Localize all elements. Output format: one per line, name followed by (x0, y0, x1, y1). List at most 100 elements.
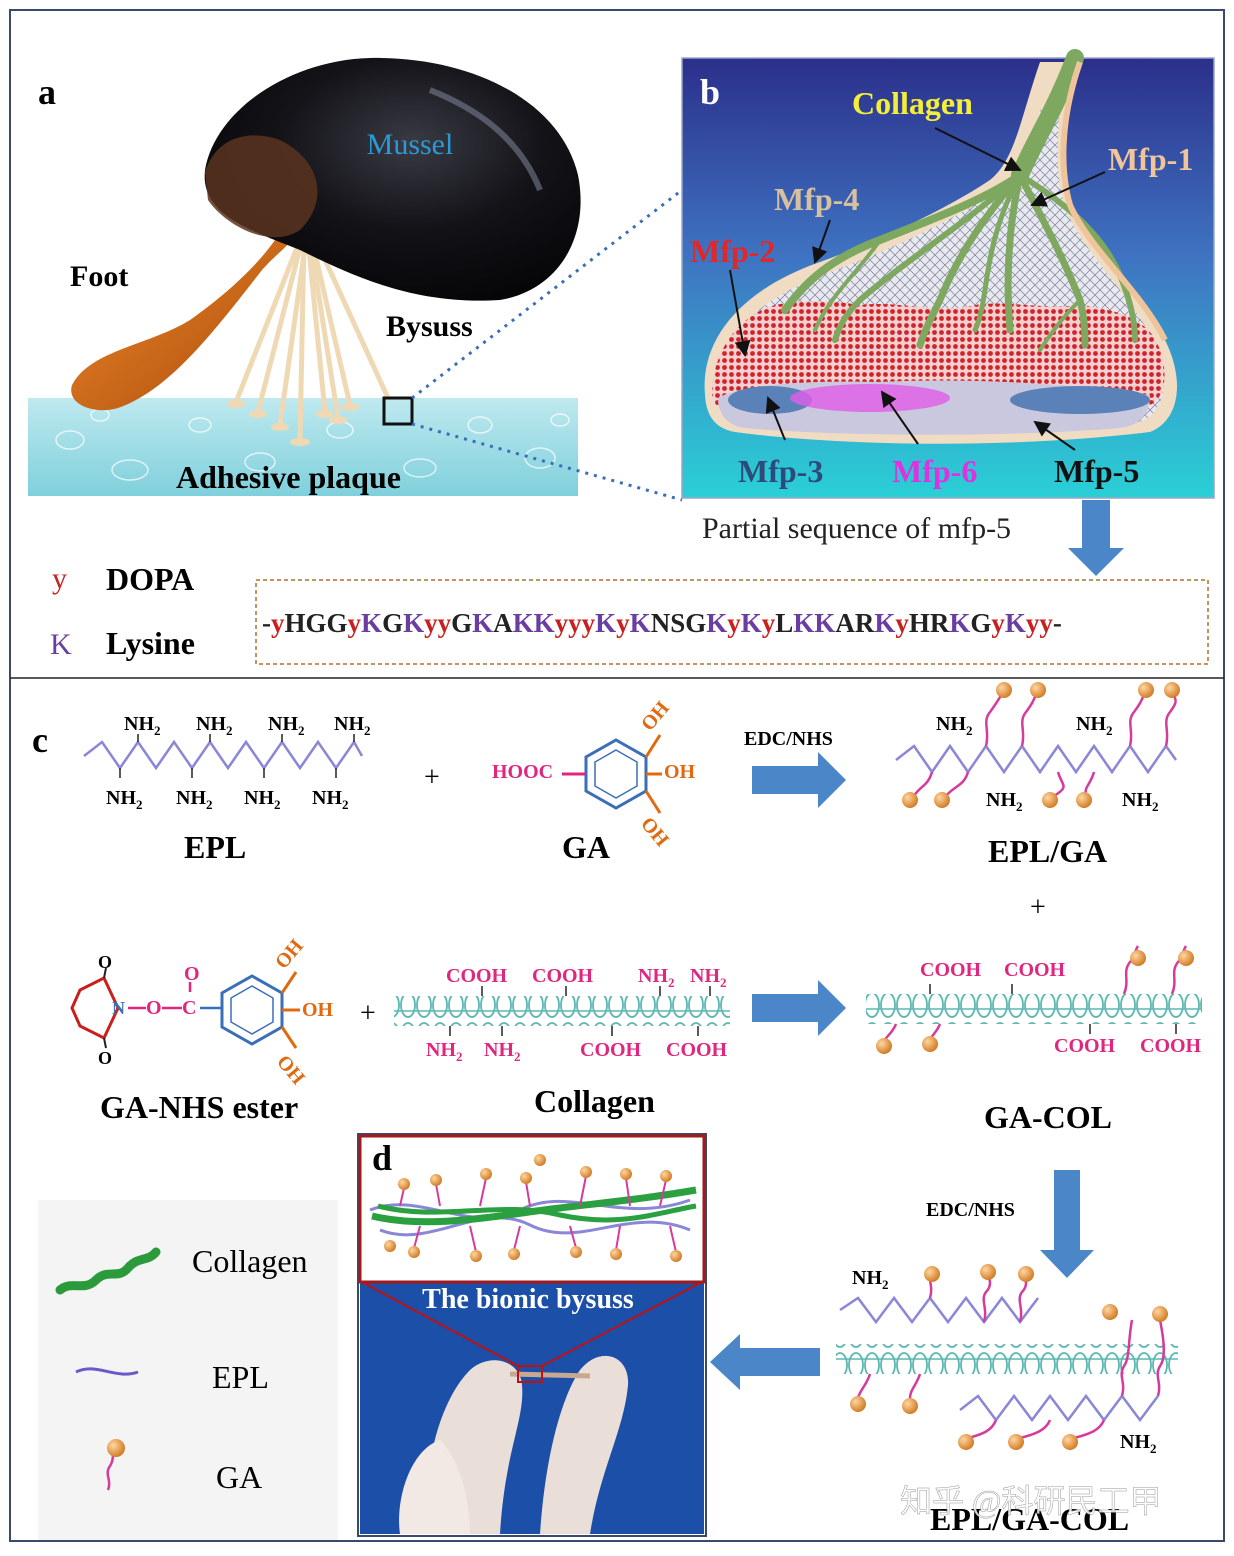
epl-ga-col-label: EPL/GA-COL (930, 1501, 1129, 1537)
svg-text:NH2: NH2 (986, 789, 1023, 814)
sequence-residue: N (651, 608, 671, 638)
sequence-residue: K (361, 608, 382, 638)
ga-col-label: GA-COL (984, 1099, 1112, 1135)
ga-molecule: HOOC OH OH OH GA (492, 697, 696, 865)
sequence-residue: G (382, 608, 403, 638)
sequence-residue: K (949, 608, 970, 638)
sequence-residue: y (895, 608, 909, 638)
collagen-helix-molecule: COOH COOH NH2 NH2 NH2 NH2 COOH COOH Coll… (394, 965, 730, 1119)
sequence-residue: y (991, 608, 1005, 638)
legend-epl-label: EPL (212, 1359, 269, 1395)
epl-ga-molecule: NH2 NH2 NH2 NH2 EPL/GA + (895, 682, 1180, 923)
svg-text:NH2: NH2 (936, 713, 973, 738)
edc-nhs-label-1: EDC/NHS (744, 728, 833, 750)
photo-zoom-box (517, 1365, 543, 1383)
svg-text:NH2: NH2 (1076, 713, 1113, 738)
water-droplets (55, 408, 570, 481)
sequence-residue: y (727, 608, 741, 638)
svg-text:NH2: NH2 (690, 965, 727, 990)
plus-sign-3: + (360, 998, 376, 1029)
ga-nhs-benzene-inner (230, 985, 274, 1035)
sequence-residue: y (1039, 608, 1053, 638)
panel-a-letter: a (38, 72, 56, 112)
zoom-box (382, 396, 414, 426)
sequence-residue: A (493, 608, 513, 638)
ester-c: C (182, 997, 196, 1019)
mussel-label: Mussel (367, 128, 454, 161)
sequence-residue: - (262, 608, 271, 638)
legend-collagen-label: Collagen (192, 1243, 308, 1279)
mfp5-label: Mfp-5 (1054, 453, 1139, 489)
sequence-residue: A (835, 608, 855, 638)
svg-text:NH2: NH2 (124, 713, 161, 738)
right-arrow-1 (752, 752, 846, 808)
sequence-residue: K (534, 608, 555, 638)
sequence-residue: K (874, 608, 895, 638)
svg-text:NH2: NH2 (244, 787, 281, 812)
epl-ga-chain (895, 743, 1178, 775)
mfp1-coating (1060, 61, 1168, 342)
sequence-box (255, 579, 1209, 665)
ester-carbonyl-o: O (184, 963, 200, 985)
epl-ga-balls (902, 682, 1180, 808)
zoom-ray-left (361, 1281, 519, 1367)
byssal-plaques (227, 400, 359, 446)
inset-ga-balls (384, 1154, 682, 1262)
sequence-residue: y (568, 608, 582, 638)
plaque-label: Adhesive plaque (176, 459, 401, 495)
epl-label: EPL (184, 829, 246, 865)
mfp6-region (790, 384, 950, 412)
edc-nhs-label-2: EDC/NHS (926, 1199, 1015, 1221)
ga-nhs-oh-top: OH (271, 935, 308, 973)
svg-text:NH2: NH2 (1122, 789, 1159, 814)
zoom-ray-right (541, 1281, 703, 1367)
ga-hooc: HOOC (492, 761, 553, 783)
sequence-residue: K (793, 608, 814, 638)
plus-sign-2: + (1030, 892, 1046, 923)
epl-molecule: NH2 NH2 NH2 NH2 NH2 NH2 NH2 NH2 EPL (83, 713, 371, 865)
mfp2-region (712, 301, 1165, 405)
right-finger (540, 1355, 629, 1534)
sequence-residue: G (970, 608, 991, 638)
sequence-residue: K (630, 608, 651, 638)
svg-text:NH2: NH2 (334, 713, 371, 738)
svg-text:NH2: NH2 (268, 713, 305, 738)
svg-text:NH2: NH2 (638, 965, 675, 990)
epl-chain (83, 739, 364, 771)
nhs-o-bottom: O (98, 1048, 112, 1068)
sequence-residue: K (513, 608, 534, 638)
sequence-residue: y (582, 608, 596, 638)
sequence-residue: K (741, 608, 762, 638)
svg-text:NH2: NH2 (426, 1039, 463, 1064)
panel-b-pointers (729, 127, 1106, 451)
epl-ga-label: EPL/GA (988, 833, 1107, 869)
ga-oh-mid: OH (664, 761, 696, 783)
inset-fibers (369, 1186, 697, 1237)
sequence-residue: y (1026, 608, 1040, 638)
ga-oh-bottom: OH (636, 813, 673, 851)
svg-text:NH2: NH2 (484, 1039, 521, 1064)
ga-nhs-oh-mid: OH (302, 999, 334, 1021)
ga-col-molecule: COOH COOH COOH COOH GA-COL (866, 945, 1202, 1135)
down-arrow-2 (1040, 1170, 1094, 1278)
foot-label: Foot (70, 260, 128, 293)
dopa-symbol: y (52, 562, 67, 595)
legend: Collagen EPL GA (38, 1200, 338, 1540)
lysine-label: Lysine (106, 625, 195, 661)
bionic-bysuss-strand (509, 1371, 591, 1379)
ester-o: O (146, 997, 162, 1019)
mfp4-label: Mfp-4 (774, 181, 859, 217)
svg-text:NH2: NH2 (196, 713, 233, 738)
sequence-caption: Partial sequence of mfp-5 (702, 512, 1011, 545)
mussel-body (205, 135, 318, 238)
svg-text:COOH: COOH (1054, 1035, 1116, 1057)
sequence-residue: y (616, 608, 630, 638)
byssal-threads (233, 237, 391, 443)
left-arrow (710, 1334, 820, 1390)
epl-ga-col-balls (850, 1264, 1168, 1450)
mfp6-label: Mfp-6 (892, 453, 977, 489)
shell-highlight (428, 87, 543, 192)
epl-ga-col-molecule: NH2 NH2 EPL/GA-COL (836, 1264, 1178, 1537)
left-hand (399, 1440, 470, 1534)
